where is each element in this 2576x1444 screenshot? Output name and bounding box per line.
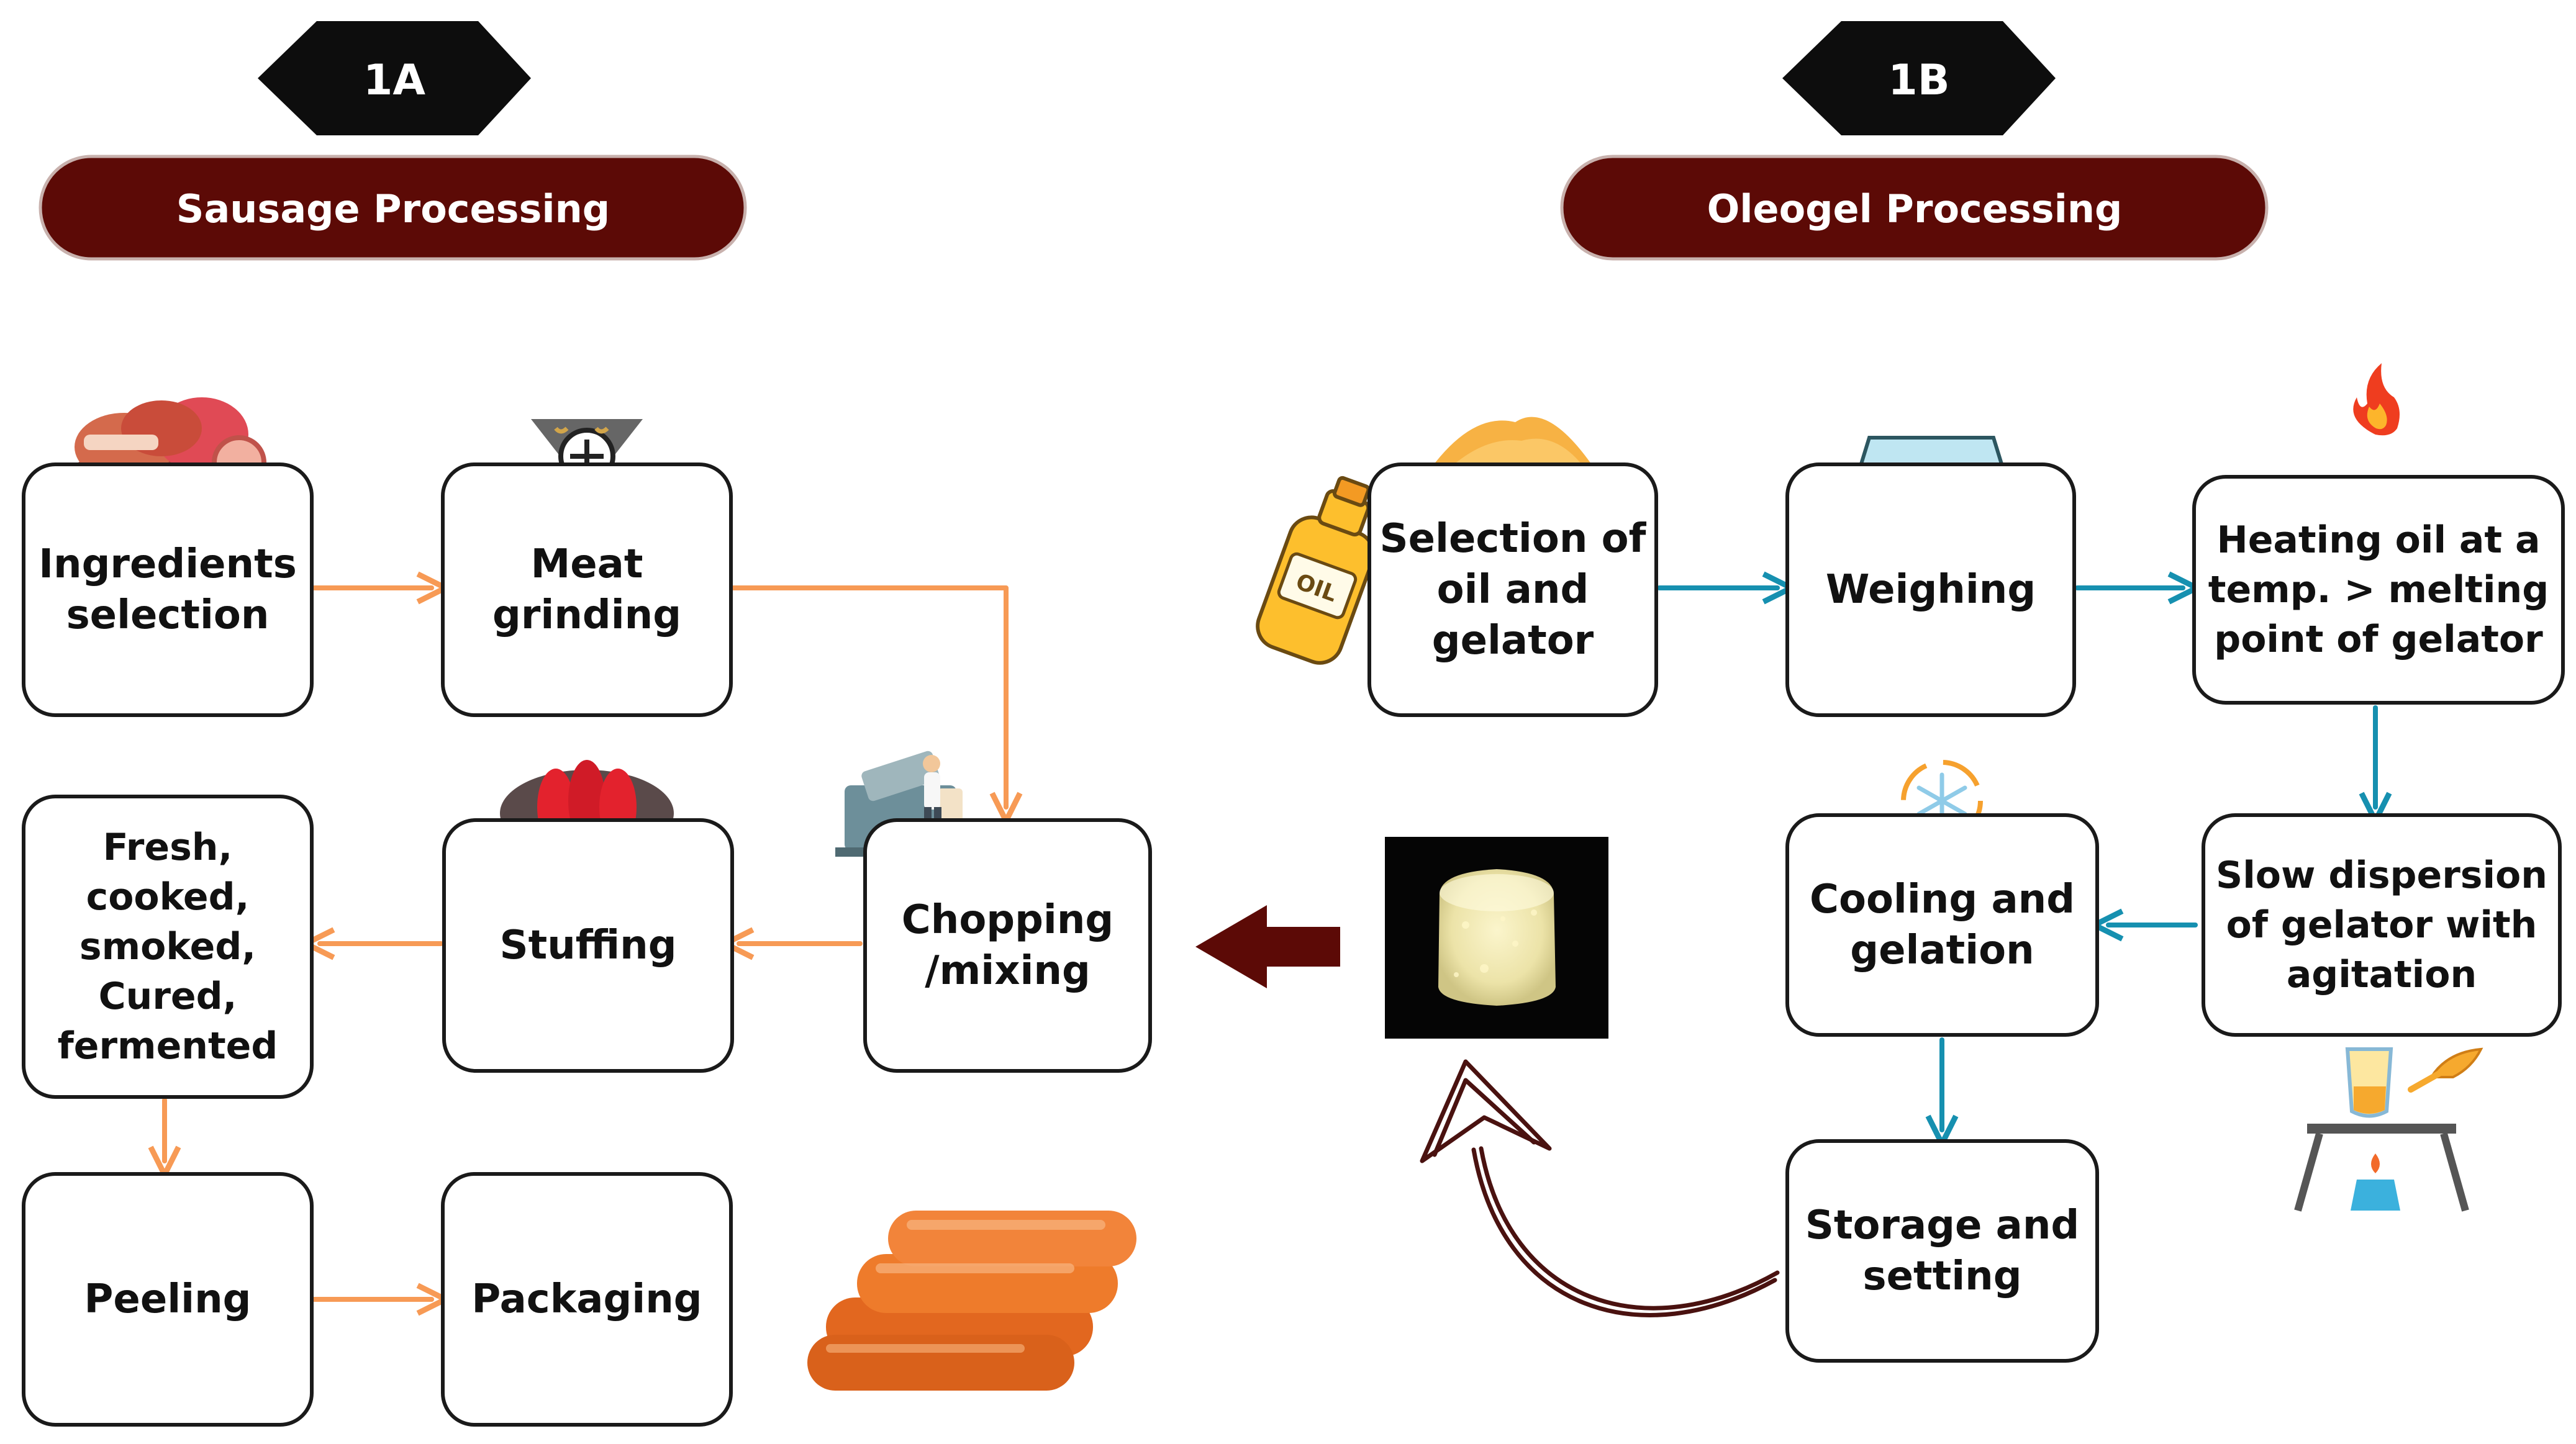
badge-1b: 1B: [1782, 21, 2056, 135]
arrow-storage-to-oleogel: [1420, 1059, 1780, 1317]
step-peeling-label: Peeling: [84, 1276, 252, 1322]
sausage-flow-arrows: [165, 588, 1006, 1299]
step-ingredients-selection: Ingredients selection: [22, 463, 314, 717]
step-peeling: Peeling: [22, 1172, 314, 1427]
oleogel-sample-icon: [1385, 837, 1608, 1039]
step-heating-oil-label: Heating oil at a temp. > melting point o…: [2208, 518, 2549, 661]
step-ingredients-selection-label: Ingredients selection: [39, 541, 297, 638]
step-chopping-mixing-label: Chopping /mixing: [901, 897, 1114, 994]
step-heating-oil: Heating oil at a temp. > melting point o…: [2192, 475, 2565, 705]
arrow-oleogel-to-chopping: [1195, 905, 1340, 988]
step-selection-oil-gelator-label: Selection of oil and gelator: [1379, 516, 1646, 664]
step-selection-oil-gelator: Selection of oil and gelator: [1367, 463, 1658, 717]
step-stuffing-label: Stuffing: [499, 923, 677, 968]
step-slow-dispersion: Slow dispersion of gelator with agitatio…: [2202, 813, 2562, 1037]
step-stuffing: Stuffing: [442, 818, 734, 1073]
step-cooling-gelation-label: Cooling and gelation: [1810, 877, 2075, 973]
badge-1a: 1A: [258, 21, 531, 135]
step-storage-setting: Storage and setting: [1785, 1139, 2099, 1363]
arrow-grinding-to-chopping: [730, 585, 1006, 807]
step-packaging-label: Packaging: [471, 1276, 702, 1322]
step-chopping-mixing: Chopping /mixing: [863, 818, 1152, 1073]
step-weighing-label: Weighing: [1825, 567, 2036, 613]
sausage-processing-title: Sausage Processing: [176, 186, 610, 232]
step-weighing: Weighing: [1785, 463, 2076, 717]
sausages-icon: [807, 1211, 1136, 1391]
step-packaging: Packaging: [441, 1172, 733, 1427]
badge-1b-label: 1B: [1888, 56, 1949, 105]
oil-bottle-icon: OIL: [1256, 476, 1376, 665]
step-meat-grinding-label: Meat grinding: [492, 541, 681, 638]
step-sausage-types-label: Fresh, cooked, smoked, Cured, fermented: [57, 826, 278, 1068]
step-slow-dispersion-label: Slow dispersion of gelator with agitatio…: [2216, 854, 2547, 996]
heating-stand-icon: [2294, 1047, 2483, 1212]
oleogel-flow-arrows: [1657, 588, 2375, 1130]
title-pill-sausage: Sausage Processing: [39, 155, 747, 261]
step-cooling-gelation: Cooling and gelation: [1785, 813, 2099, 1037]
title-pill-oleogel: Oleogel Processing: [1560, 155, 2269, 261]
step-storage-setting-label: Storage and setting: [1805, 1203, 2080, 1299]
step-sausage-types: Fresh, cooked, smoked, Cured, fermented: [22, 795, 314, 1099]
flame-icon: [2353, 363, 2400, 436]
step-meat-grinding: Meat grinding: [441, 463, 733, 717]
badge-1a-label: 1A: [363, 56, 425, 105]
oleogel-processing-title: Oleogel Processing: [1707, 186, 2123, 232]
